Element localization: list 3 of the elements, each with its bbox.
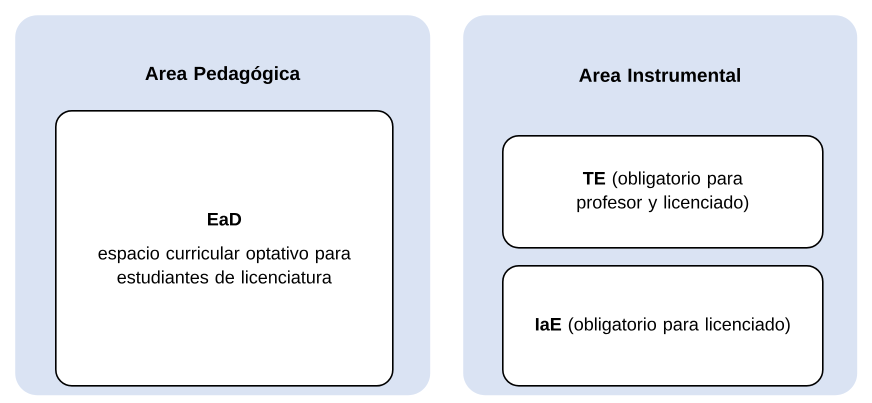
text-box: EaD espacio curricular optativo para estudiantes de licenciatura xyxy=(55,110,394,387)
text-box: TE (obligatorio para profesor y licenciado) xyxy=(502,135,824,249)
text-box: IaE (obligatorio para licenciado) xyxy=(502,265,824,387)
